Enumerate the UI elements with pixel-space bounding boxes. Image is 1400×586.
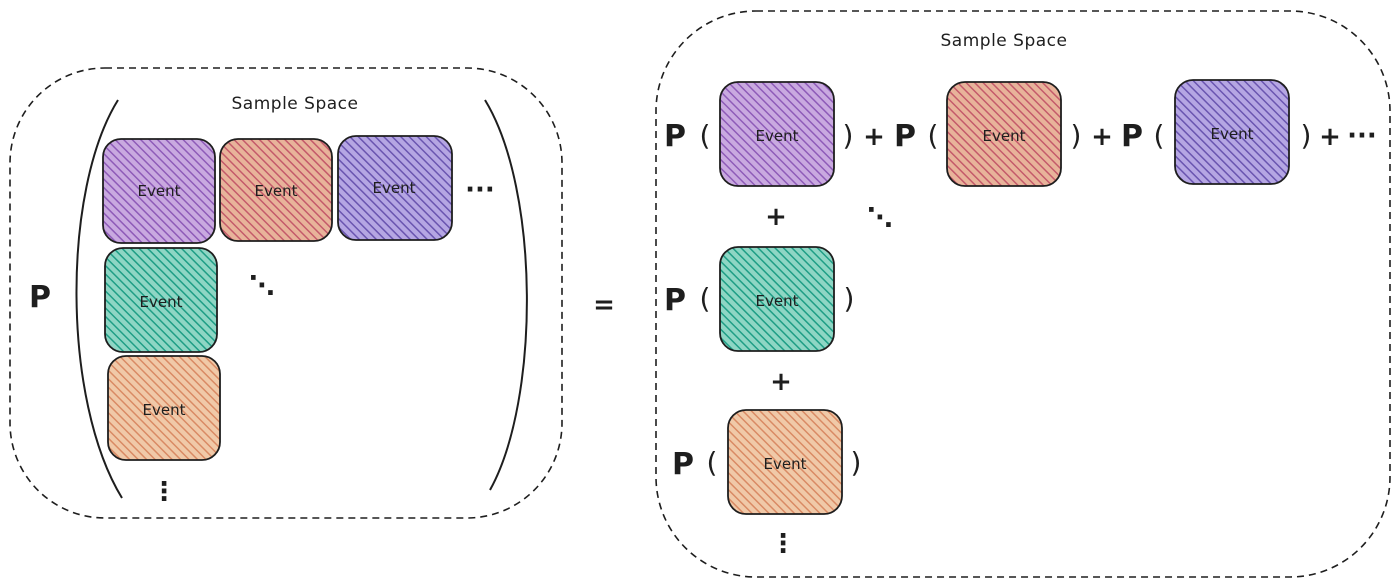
close-paren: ) (851, 446, 862, 479)
event-label: Event (1211, 125, 1254, 143)
probability-symbol: P (1121, 119, 1143, 154)
event-orange-fill (727, 409, 843, 515)
left-close-bracket (484, 99, 528, 491)
event-label: Event (983, 127, 1026, 145)
event-teal-fill (104, 247, 218, 353)
close-paren: ) (1301, 119, 1312, 152)
right-event-box: Event (727, 409, 843, 515)
open-paren: ( (700, 282, 711, 315)
open-paren: ( (928, 119, 939, 152)
probability-symbol: P (664, 283, 686, 318)
close-paren: ) (1071, 119, 1082, 152)
left-probability-symbol: P (29, 280, 51, 315)
left-event-box: Event (337, 135, 453, 241)
open-paren: ( (707, 446, 718, 479)
close-paren: ) (843, 119, 854, 152)
equals-sign: = (593, 290, 615, 320)
event-purple-fill (719, 81, 835, 187)
event-red-fill (946, 81, 1062, 187)
event-label: Event (138, 182, 181, 200)
left-open-bracket (75, 99, 123, 499)
right-event-box: Event (1174, 79, 1290, 185)
event-label: Event (143, 401, 186, 419)
right-diagonal-ellipsis: ⋱ (867, 203, 893, 233)
right-sample-space-boundary (655, 10, 1391, 578)
left-vertical-ellipsis: ⋮ (151, 477, 177, 507)
event-label: Event (140, 293, 183, 311)
plus-sign: + (770, 367, 792, 397)
close-paren: ) (844, 282, 855, 315)
left-event-box: Event (219, 138, 333, 242)
event-label: Event (255, 182, 298, 200)
event-violet-fill (1174, 79, 1290, 185)
event-red-fill (219, 138, 333, 242)
event-label: Event (764, 455, 807, 473)
left-diagonal-ellipsis: ⋱ (249, 271, 275, 301)
right-event-box: Event (946, 81, 1062, 187)
event-label: Event (373, 179, 416, 197)
left-horizontal-ellipsis: ··· (465, 175, 495, 205)
right-vertical-ellipsis: ⋮ (770, 529, 796, 559)
event-label: Event (756, 127, 799, 145)
open-paren: ( (700, 119, 711, 152)
plus-sign: + (765, 202, 787, 232)
right-event-box: Event (719, 81, 835, 187)
event-orange-fill (107, 355, 221, 461)
left-event-box: Event (107, 355, 221, 461)
probability-symbol: P (664, 119, 686, 154)
event-purple-fill (102, 138, 216, 244)
plus-sign: + (1319, 122, 1341, 152)
left-event-box: Event (102, 138, 216, 244)
right-sample-space-title: Sample Space (941, 31, 1068, 51)
left-sample-space-boundary (9, 67, 563, 519)
left-sample-space-title: Sample Space (232, 94, 359, 114)
plus-sign: + (863, 122, 885, 152)
open-paren: ( (1154, 119, 1165, 152)
left-event-box: Event (104, 247, 218, 353)
right-horizontal-ellipsis: ··· (1347, 121, 1377, 151)
event-violet-fill (337, 135, 453, 241)
event-label: Event (756, 292, 799, 310)
probability-symbol: P (672, 447, 694, 482)
probability-symbol: P (894, 119, 916, 154)
plus-sign: + (1091, 122, 1113, 152)
event-teal-fill (719, 246, 835, 352)
right-event-box: Event (719, 246, 835, 352)
